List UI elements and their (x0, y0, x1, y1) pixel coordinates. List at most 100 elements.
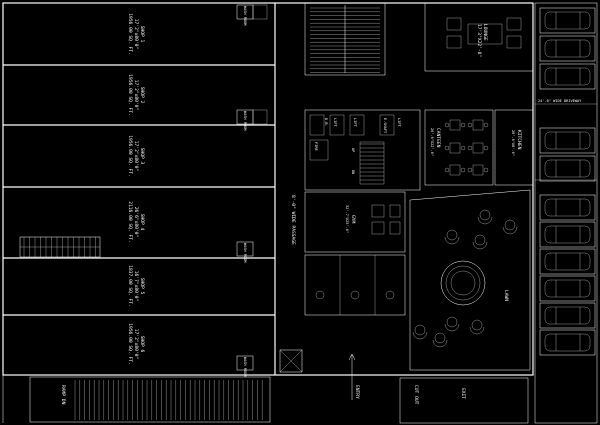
seat-icon (446, 316, 458, 328)
small-label: E.SHAFT (383, 118, 387, 134)
seat-icon (446, 229, 458, 241)
wash-room-label: WASH ROOM (243, 357, 247, 377)
car-icon (544, 306, 591, 325)
car-icon (544, 333, 591, 352)
gym-dim: 32'-7"X25'-6" (345, 205, 349, 233)
canteen: CANTEEN 20'-6"X22'-0" (424, 109, 494, 186)
chair-icon (460, 167, 466, 173)
table-icon (472, 164, 484, 176)
seat-back-icon (477, 216, 493, 225)
kitchen: KITCHEN 20'-6"X8'-0" (494, 109, 534, 186)
service-core: LIFT LIFT D.B. E.SHAFT FIRE UP DN LIFT (304, 109, 421, 191)
column-box (279, 349, 303, 373)
shop-staircase (19, 236, 101, 258)
shop-area: 1956.00 SQ. FT. (127, 135, 133, 177)
small-label: D.B. (324, 118, 328, 127)
shop-name: SHOP 2 (139, 87, 145, 104)
driveway-label: 24'-0" WIDE DRIVEWAY (538, 99, 582, 103)
shop-area: 1956.00 SQ. FT. (127, 74, 133, 116)
parking-bay (539, 221, 596, 248)
seat-icon (479, 209, 491, 221)
shop-label-4: SHOP 4 26'6"x80'0" 2116.00 SQ. FT. (127, 201, 145, 243)
cut-out-label: CUT OUT (413, 385, 419, 405)
wash-room-label: WASH ROOM (243, 111, 247, 131)
shop-area: 2116.00 SQ. FT. (127, 201, 133, 243)
shop-label-1: SHOP 1 17'2"x80'0" 1956.00 SQ. FT. (127, 13, 145, 55)
wash-room-label: WASH ROOM (243, 243, 247, 263)
seat-icon (414, 324, 426, 336)
shop-label-3: SHOP 3 17'2"x80'0" 1956.00 SQ. FT. (127, 135, 145, 177)
lounge-dim: 17'3"X22'-8" (476, 24, 482, 57)
table-icon (449, 164, 461, 176)
parking-bay (539, 7, 596, 34)
seat-back-icon (432, 339, 448, 348)
wash-room-label: WASH ROOM (243, 6, 247, 26)
chair-icon (467, 122, 473, 128)
lounge-name: LOUNGE (482, 24, 488, 41)
car-icon (544, 159, 591, 178)
kitchen-name: KITCHEN (516, 130, 522, 150)
small-label: DN (351, 170, 355, 174)
small-label: LIFT (397, 118, 401, 127)
entry-arrow: ENTRY (348, 353, 360, 400)
shop-name: SHOP 4 (139, 214, 145, 231)
ramp: RAMP DN (29, 376, 271, 423)
car-icon (544, 198, 591, 217)
chair-icon (460, 145, 466, 151)
top-stair-core (304, 2, 386, 76)
car-icon (544, 225, 591, 244)
toilet-block (304, 254, 406, 316)
parking-bay (539, 275, 596, 302)
cut-out: CUT OUT EXIT (399, 377, 529, 424)
chair-icon (467, 145, 473, 151)
lawn-label: LAWN (503, 290, 509, 301)
seat-back-icon (502, 226, 518, 235)
small-label: FIRE (314, 142, 318, 151)
shop-name: SHOP 1 (139, 26, 145, 43)
shop-dim: 17'2"x80'0" (133, 80, 139, 110)
car-icon (544, 11, 591, 30)
passage-label: 8'-0" WIDE PASSAGE (290, 195, 296, 245)
shop-area: 1956.00 SQ. FT. (127, 323, 133, 365)
parking-bay (539, 63, 596, 90)
shop-dim: 26'6"x80'0" (133, 207, 139, 237)
parking-bay (539, 194, 596, 221)
table-icon (472, 142, 484, 154)
car-icon (544, 131, 591, 150)
shop-dim: 17'2"x80'0" (133, 329, 139, 359)
shop-area: 1956.00 SQ. FT. (127, 13, 133, 55)
chair-icon (483, 167, 489, 173)
chair-icon (444, 122, 450, 128)
chair-icon (444, 167, 450, 173)
chair-icon (467, 167, 473, 173)
chair-icon (460, 122, 466, 128)
small-label: LIFT (333, 118, 337, 127)
small-label: UP (351, 148, 355, 152)
seat-back-icon (444, 323, 460, 332)
chair-icon (444, 145, 450, 151)
entry-label: ENTRY (354, 385, 360, 399)
small-label: LIFT (353, 118, 357, 127)
table-icon (472, 119, 484, 131)
kitchen-dim: 20'-6"X8'-0" (511, 130, 515, 156)
seat-back-icon (444, 236, 460, 245)
shop-area: 1837.00 SQ. FT. (127, 265, 133, 307)
seat-icon (474, 234, 486, 246)
shop-label-2: SHOP 2 17'2"x80'0" 1956.00 SQ. FT. (127, 74, 145, 116)
gym: GYM 32'-7"X25'-6" (304, 191, 406, 253)
table-icon (449, 119, 461, 131)
parking-bay (539, 155, 596, 182)
shop-dim: 17'2"x80'0" (133, 141, 139, 171)
seat-icon (434, 332, 446, 344)
shop-name: SHOP 5 (139, 278, 145, 295)
car-icon (544, 279, 591, 298)
car-icon (544, 67, 591, 86)
lounge: LOUNGE 17'3"X22'-8" (424, 2, 534, 72)
shop-label-6: SHOP 6 17'2"x80'0" 1956.00 SQ. FT. (127, 323, 145, 365)
shop-dim: 16'7"x80'0" (133, 271, 139, 301)
canteen-dim: 20'-6"X22'-0" (430, 128, 434, 156)
shop-strip (3, 3, 276, 375)
seat-back-icon (412, 331, 428, 340)
